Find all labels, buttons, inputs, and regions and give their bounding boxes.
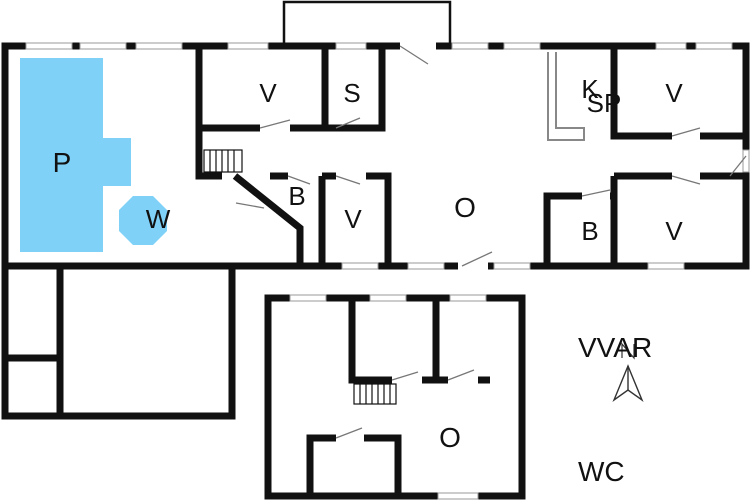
vvar-label: VVAR bbox=[578, 332, 652, 363]
kitchen-counter bbox=[547, 52, 585, 141]
lower-building-walls bbox=[264, 294, 526, 500]
kitchen-label: K bbox=[581, 74, 599, 104]
bathroom-right-label: B bbox=[581, 216, 598, 246]
main-building-walls bbox=[1, 42, 750, 420]
north-arrow-icon bbox=[612, 342, 644, 402]
top-annex bbox=[282, 0, 452, 46]
play-label: SP bbox=[587, 88, 622, 118]
living-main-label: O bbox=[454, 192, 476, 223]
lower-doors bbox=[335, 369, 475, 439]
living-lower-label: O bbox=[439, 422, 461, 453]
sauna-label: S bbox=[343, 78, 360, 108]
stairs-icon bbox=[353, 383, 397, 405]
whirlpool-area bbox=[119, 196, 167, 245]
bedroom-top-left-label: V bbox=[259, 78, 277, 108]
pool-label: P bbox=[53, 147, 72, 178]
windows bbox=[25, 42, 750, 270]
lower-windows bbox=[289, 294, 487, 500]
bedroom-middle-label: V bbox=[344, 204, 362, 234]
bedroom-bottom-right-label: V bbox=[665, 216, 683, 246]
wc-label: WC bbox=[578, 456, 625, 487]
pool-area bbox=[20, 58, 131, 252]
doors bbox=[235, 40, 747, 270]
bedroom-top-right-label: V bbox=[665, 78, 683, 108]
bathroom-left-label: B bbox=[288, 181, 305, 211]
stairs-icon bbox=[203, 149, 243, 173]
whirlpool-label: W bbox=[146, 204, 171, 234]
